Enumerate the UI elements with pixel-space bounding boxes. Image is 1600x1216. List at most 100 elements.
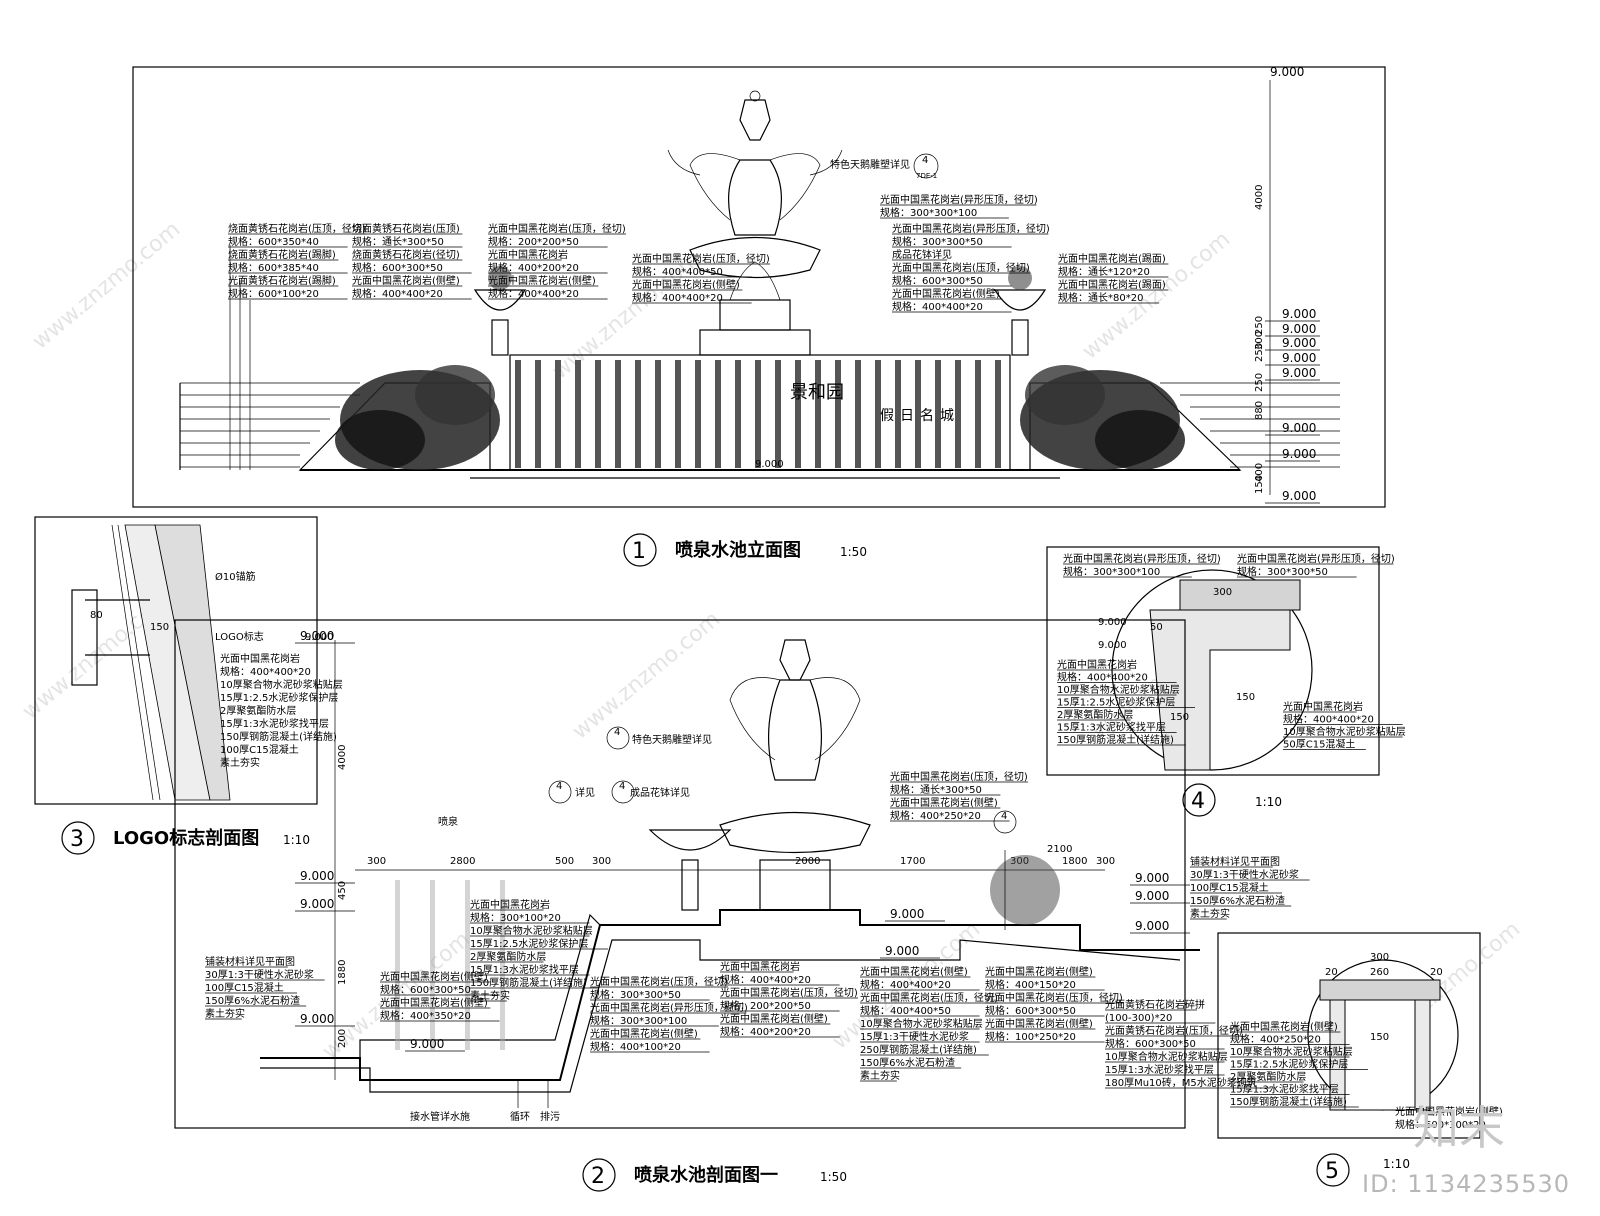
wall-stripe bbox=[795, 360, 801, 468]
detail4-view: 光面中国黑花岗岩(异形压顶，径切)规格：300*300*100光面中国黑花岗岩(… bbox=[1046, 546, 1406, 817]
dim-label: 4000 bbox=[337, 745, 348, 770]
section-notes-d: 光面中国黑花岗岩(压顶，径切)规格：300*300*50光面中国黑花岗岩(异形压… bbox=[590, 975, 748, 1053]
note-line: 50厚C15混凝土 bbox=[1283, 738, 1355, 751]
note-line: 光面中国黑花岗岩(侧壁) bbox=[380, 970, 488, 983]
brand-logo: 知末 bbox=[1413, 1101, 1505, 1155]
wall-stripe bbox=[575, 360, 581, 468]
note-line: 规格：400*400*20 bbox=[720, 973, 811, 986]
note-line: 光面中国黑花岗岩(压顶，径切) bbox=[985, 991, 1123, 1004]
note-line: 10厚聚合物水泥砂浆粘贴层 bbox=[860, 1017, 983, 1030]
note-line: 规格：400*250*20 bbox=[890, 809, 981, 822]
section-notes-h: 光面中国黑花岗岩(侧壁)规格：400*150*20光面中国黑花岗岩(压顶，径切)… bbox=[985, 965, 1123, 1043]
note-line: 光面中国黑花岗岩 bbox=[470, 898, 550, 911]
note-line: 150厚钢筋混凝土(详结施) bbox=[220, 730, 337, 743]
level-label: 9.000 bbox=[885, 944, 919, 958]
level-label: 9.000 bbox=[300, 1012, 334, 1026]
wall-stripe bbox=[695, 360, 701, 468]
wall-stripe bbox=[555, 360, 561, 468]
note-line: 光面中国黑花岗岩(侧壁) bbox=[890, 796, 998, 809]
view5-scale: 1:10 bbox=[1383, 1157, 1410, 1171]
note-line: 光面中国黑花岗岩(侧壁) bbox=[892, 287, 1000, 300]
note-line: 光面中国黑花岗岩(压顶，径切) bbox=[892, 261, 1030, 274]
note-line: 规格：通长*80*20 bbox=[1058, 291, 1143, 304]
section-notes-e: 光面中国黑花岗岩规格：400*400*20光面中国黑花岗岩(压顶，径切)规格：2… bbox=[720, 960, 858, 1038]
elevation-left-notes: 烧面黄锈石花岗岩(压顶，径切)规格：600*350*40烧面黄锈石花岗岩(踢脚)… bbox=[228, 222, 472, 300]
note-line: 15厚1:2.5水泥砂浆保护层 bbox=[1230, 1058, 1348, 1071]
view1-number: 1 bbox=[632, 539, 646, 564]
detail4-left-notes: 光面中国黑花岗岩规格：400*400*2010厚聚合物水泥砂浆粘贴层15厚1:2… bbox=[1057, 658, 1195, 746]
note-line: 150厚6%水泥石粉渣 bbox=[860, 1056, 955, 1069]
level-label: 9.000 bbox=[1282, 421, 1316, 435]
dim-label: 150 bbox=[1370, 1032, 1389, 1043]
note-line: 光面黄锈石花岗岩(压顶，径切) bbox=[1105, 1024, 1243, 1037]
note-line: 规格：400*150*20 bbox=[985, 978, 1076, 991]
note-line: 30厚1:3干硬性水泥砂浆 bbox=[205, 968, 314, 981]
detail4-level: 9.000 bbox=[1098, 640, 1127, 651]
dim-label: 500 bbox=[555, 856, 574, 867]
note-line: 规格：200*200*50 bbox=[720, 999, 811, 1012]
dim-label: 2800 bbox=[450, 856, 475, 867]
note-line: 规格：400*400*50 bbox=[860, 1004, 951, 1017]
view3-title-text: LOGO标志剖面图 bbox=[113, 827, 259, 849]
right-shrub bbox=[1020, 365, 1185, 470]
dim-label: 250 bbox=[1254, 316, 1265, 335]
detail4-dim: 300 bbox=[1213, 587, 1232, 598]
note-line: 光面中国黑花岗岩(异形压顶，径切) bbox=[892, 222, 1050, 235]
ref-sheet: 7DE-1 bbox=[916, 172, 937, 180]
view3-title: 3 LOGO标志剖面图 1:10 bbox=[61, 821, 310, 855]
logo-dim: 80 bbox=[90, 610, 103, 621]
note-line: 规格：300*300*50 bbox=[1237, 565, 1328, 578]
dim-label: 1880 bbox=[337, 960, 348, 985]
note-line: 10厚聚合物水泥砂浆粘贴层 bbox=[220, 678, 343, 691]
note-line: 光面中国黑花岗岩(侧壁) bbox=[720, 1012, 828, 1025]
ref-number: 4 bbox=[556, 781, 562, 792]
note-line: 光面中国黑花岗岩(侧壁) bbox=[380, 996, 488, 1009]
note-line: 光面中国黑花岗岩(侧壁) bbox=[1395, 1105, 1503, 1118]
note-line: Ø10锚筋 bbox=[215, 570, 256, 583]
level-label: 9.000 bbox=[1282, 307, 1316, 321]
left-shrub bbox=[335, 365, 500, 470]
level-label: 9.000 bbox=[1282, 351, 1316, 365]
note-line: 规格：400*400*20 bbox=[352, 287, 443, 300]
note-line: 素土夯实 bbox=[205, 1007, 245, 1020]
dim-label: 300 bbox=[367, 856, 386, 867]
note-line: 素土夯实 bbox=[860, 1069, 900, 1082]
note-line: 烧面黄锈石花岗岩(压顶) bbox=[352, 222, 460, 235]
note-line: 规格：300*300*50 bbox=[892, 235, 983, 248]
note-line: 10厚聚合物水泥砂浆粘贴层 bbox=[1283, 725, 1406, 738]
dim-label: 250 bbox=[1254, 343, 1265, 362]
wall-stripe bbox=[615, 360, 621, 468]
wall-stripe bbox=[835, 360, 841, 468]
wall-stripe bbox=[595, 360, 601, 468]
note-line: 光面中国黑花岗岩(侧壁) bbox=[985, 965, 1093, 978]
note-line: 规格：400*400*20 bbox=[1057, 671, 1148, 684]
central-pedestal bbox=[759, 859, 831, 911]
ref-number: 4 bbox=[614, 727, 620, 738]
note-line: 规格：300*300*50 bbox=[590, 988, 681, 1001]
note-line: 光面中国黑花岗岩(侧壁) bbox=[632, 278, 740, 291]
level-label: 9.000 bbox=[1282, 336, 1316, 350]
feature-wall-stripes bbox=[515, 360, 1001, 468]
note-line: 10厚聚合物水泥砂浆粘贴层 bbox=[1105, 1050, 1228, 1063]
pipe-note: 接水管详水施 bbox=[410, 1110, 470, 1123]
top-level-label: 9.000 bbox=[1270, 65, 1304, 79]
note-line: 光面中国黑花岗岩(异形压顶，径切) bbox=[590, 1001, 748, 1014]
section-notes-b: 光面中国黑花岗岩规格：300*100*2010厚聚合物水泥砂浆粘贴层15厚1:2… bbox=[470, 898, 608, 1002]
plinth bbox=[699, 329, 811, 356]
wall-stripe bbox=[875, 360, 881, 468]
note-line: 150厚钢筋混凝土(详结施) bbox=[1057, 733, 1174, 746]
note-line: 规格：600*385*40 bbox=[228, 261, 319, 274]
dim-label: 300 bbox=[592, 856, 611, 867]
view2-number: 2 bbox=[591, 1164, 605, 1189]
wall-stripe bbox=[815, 360, 821, 468]
pedestal bbox=[719, 299, 791, 331]
note-line: 30厚1:3干硬性水泥砂浆 bbox=[1190, 868, 1299, 881]
note-line: 15厚1:2.5水泥砂浆保护层 bbox=[220, 691, 338, 704]
note-line: 100厚C15混凝土 bbox=[205, 981, 284, 994]
note-line: 规格：通长*300*50 bbox=[352, 235, 444, 248]
note-line: 15厚1:2.5水泥砂浆保护层 bbox=[470, 937, 588, 950]
logo-dim: 150 bbox=[150, 622, 169, 633]
note-line: 规格：300*300*100 bbox=[590, 1014, 687, 1027]
